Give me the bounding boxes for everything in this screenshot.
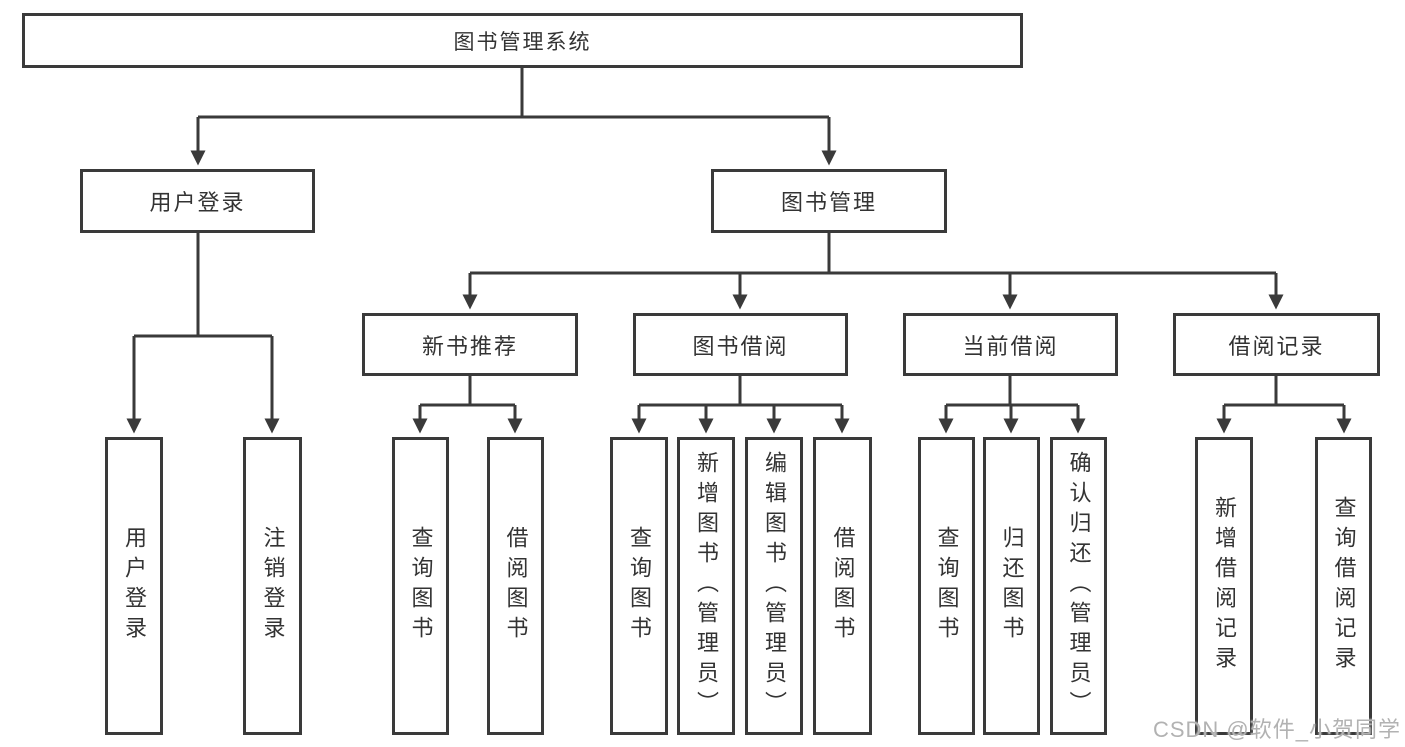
leaf-logout: 注销登录 bbox=[243, 437, 302, 735]
connector-trunks bbox=[134, 68, 1344, 407]
leaf-edit-books-admin: 编辑图书（管理员） bbox=[745, 437, 803, 735]
node-new-book-recommend: 新书推荐 bbox=[362, 313, 578, 376]
leaf-add-books-admin: 新增图书（管理员） bbox=[677, 437, 735, 735]
leaf-query-books-recommend: 查询图书 bbox=[392, 437, 449, 735]
leaf-confirm-return-admin: 确认归还（管理员） bbox=[1050, 437, 1107, 735]
node-book-borrow: 图书借阅 bbox=[633, 313, 848, 376]
leaf-return-books: 归还图书 bbox=[983, 437, 1040, 735]
node-book-management: 图书管理 bbox=[711, 169, 947, 233]
node-current-borrow: 当前借阅 bbox=[903, 313, 1118, 376]
leaf-query-books-borrow: 查询图书 bbox=[610, 437, 668, 735]
leaf-user-login: 用户登录 bbox=[105, 437, 163, 735]
leaf-borrow-books: 借阅图书 bbox=[813, 437, 872, 735]
node-root-library-system: 图书管理系统 bbox=[22, 13, 1023, 68]
node-borrow-records: 借阅记录 bbox=[1173, 313, 1380, 376]
leaf-query-borrow-record: 查询借阅记录 bbox=[1315, 437, 1372, 735]
node-user-login: 用户登录 bbox=[80, 169, 315, 233]
leaf-add-borrow-record: 新增借阅记录 bbox=[1195, 437, 1253, 735]
leaf-query-books-current: 查询图书 bbox=[918, 437, 975, 735]
leaf-borrow-books-recommend: 借阅图书 bbox=[487, 437, 544, 735]
csdn-watermark: CSDN @软件_小贺同学 bbox=[1152, 717, 1401, 742]
